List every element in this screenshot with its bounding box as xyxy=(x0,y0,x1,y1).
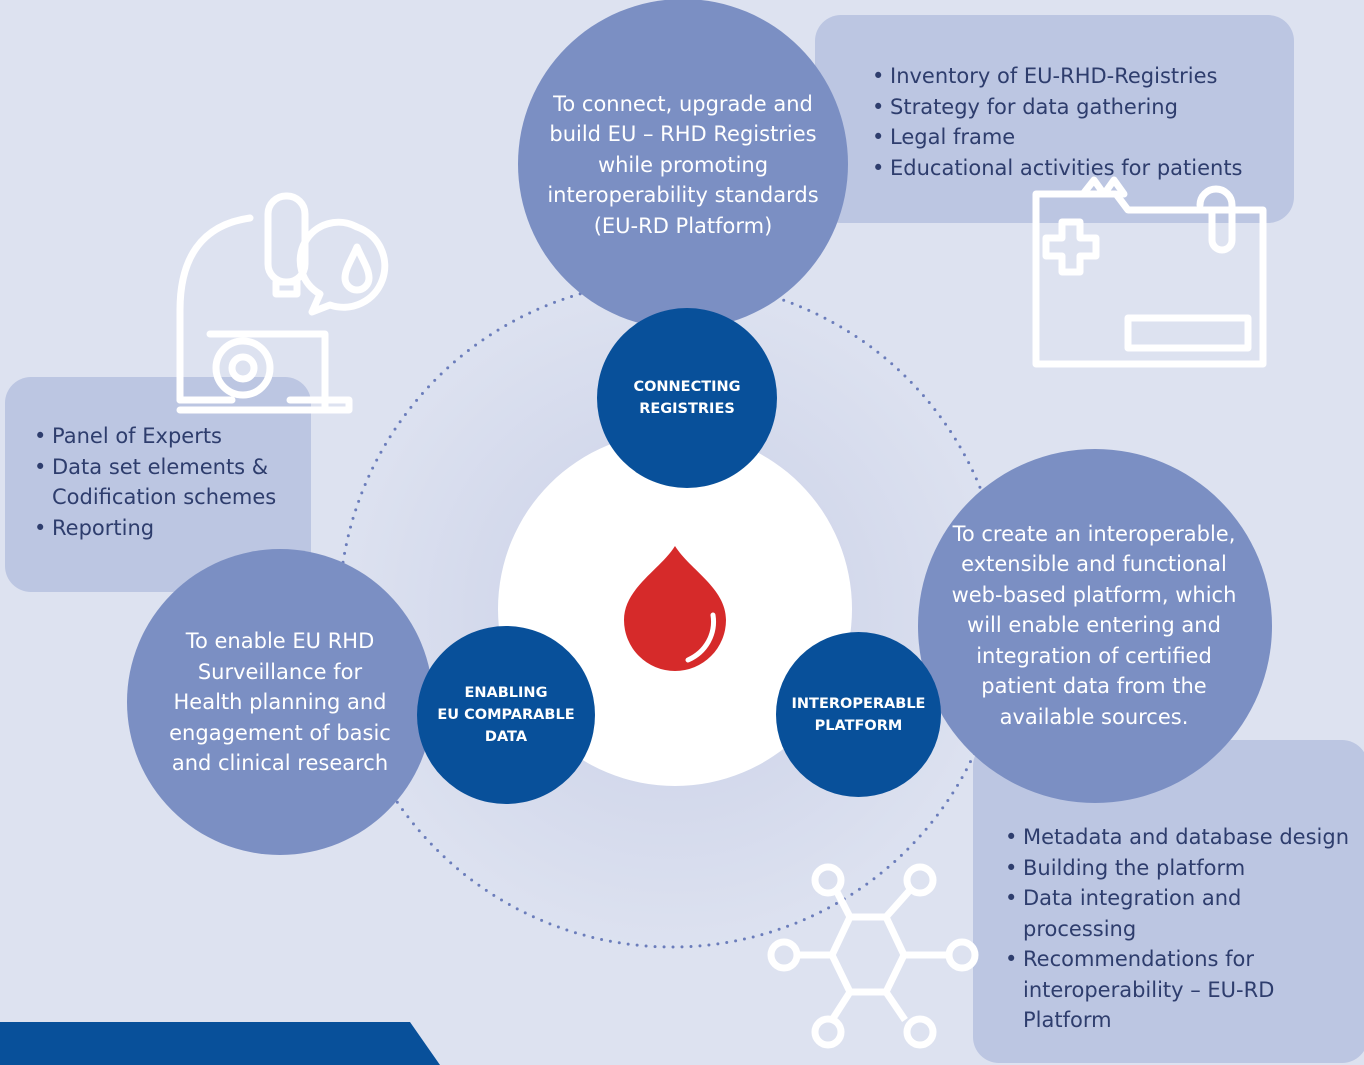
goal-circle-top xyxy=(518,0,848,329)
goal-text-top: To connect, upgrade and build EU – RHD R… xyxy=(547,91,819,238)
hub-connecting-registries: CONNECTING REGISTRIES xyxy=(597,308,777,488)
hub-interoperable-platform: INTEROPERABLE PLATFORM xyxy=(776,632,941,797)
list-item: Recommendations for interoperability – E… xyxy=(1005,944,1357,1036)
bottom-band xyxy=(0,1022,440,1065)
goal-text-right: To create an interoperable, extensible a… xyxy=(951,521,1237,729)
goal-circle-right xyxy=(918,449,1272,803)
hub-enabling-eu-comparable-data: ENABLING EU COMPARABLE DATA xyxy=(417,626,595,804)
list-item: Reporting xyxy=(34,513,304,544)
list-item: Legal frame xyxy=(872,122,1243,153)
hub-label-line: PLATFORM xyxy=(814,717,903,734)
network-molecule-icon xyxy=(767,863,979,1049)
list-item: Data set elements & Codification schemes xyxy=(34,452,304,513)
hub-label-line: INTEROPERABLE xyxy=(791,695,926,712)
hub-label-line: REGISTRIES xyxy=(639,401,735,417)
blood-drop-icon xyxy=(624,546,726,671)
list-item: Data integration and processing xyxy=(1005,883,1357,944)
hub-label-line: DATA xyxy=(484,729,528,745)
list-item: Building the platform xyxy=(1005,853,1357,884)
info-box-top-right: Inventory of EU-RHD-Registries Strategy … xyxy=(815,15,1294,223)
hub-label-line: CONNECTING xyxy=(633,379,741,395)
list-item: Metadata and database design xyxy=(1005,822,1357,853)
hub-label-line: ENABLING xyxy=(464,685,548,701)
list-item: Educational activities for patients xyxy=(872,153,1243,184)
info-box-bottom-right: Metadata and database design Building th… xyxy=(973,740,1364,1063)
goal-circle-left xyxy=(127,549,433,855)
list-item: Inventory of EU-RHD-Registries xyxy=(872,61,1243,92)
medical-folder-icon xyxy=(1032,176,1267,368)
list-item: Panel of Experts xyxy=(34,421,304,452)
hub-label-line: EU COMPARABLE xyxy=(437,707,575,723)
goal-text-left: To enable EU RHD Surveillance for Health… xyxy=(169,629,391,776)
microscope-icon xyxy=(176,192,389,414)
list-item: Strategy for data gathering xyxy=(872,92,1243,123)
